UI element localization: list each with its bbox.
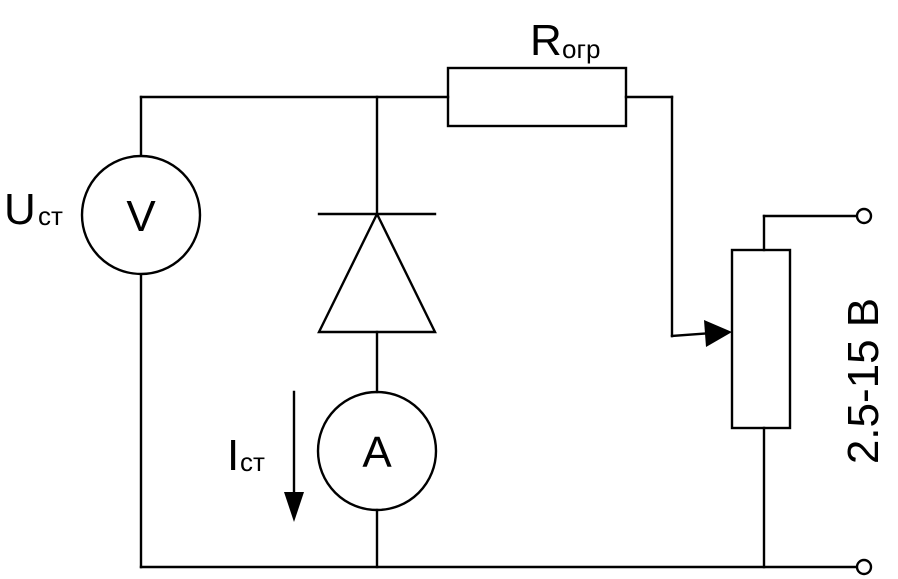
current-arrow-icon (284, 390, 304, 522)
terminal-top (855, 207, 873, 225)
resistor-label-sub: огр (562, 34, 600, 64)
voltage-label-sub: ст (38, 201, 63, 231)
voltmeter-circle (80, 154, 202, 276)
zener-diode (317, 211, 437, 334)
potentiometer-body (730, 248, 792, 430)
ammeter: A (316, 390, 438, 512)
resistor-label-main: R (530, 16, 562, 65)
current-label-sub: ст (240, 447, 265, 477)
ammeter-circle (316, 390, 438, 512)
supply-range-label: 2.5-15 В (839, 298, 888, 464)
diode-triangle (317, 211, 437, 334)
limiting-resistor (446, 66, 628, 128)
current-label: I ст (227, 431, 265, 480)
potentiometer (670, 248, 792, 430)
voltage-label: U ст (4, 185, 63, 234)
wires (139, 95, 859, 569)
voltage-label-main: U (4, 185, 36, 234)
voltmeter-label: V (126, 192, 156, 241)
wiper-arrow-icon (704, 320, 732, 347)
ammeter-label: A (362, 428, 392, 477)
resistor-label: R огр (530, 16, 600, 65)
voltmeter: V (80, 154, 202, 276)
terminal-bottom (855, 558, 873, 576)
current-label-main: I (227, 431, 239, 480)
